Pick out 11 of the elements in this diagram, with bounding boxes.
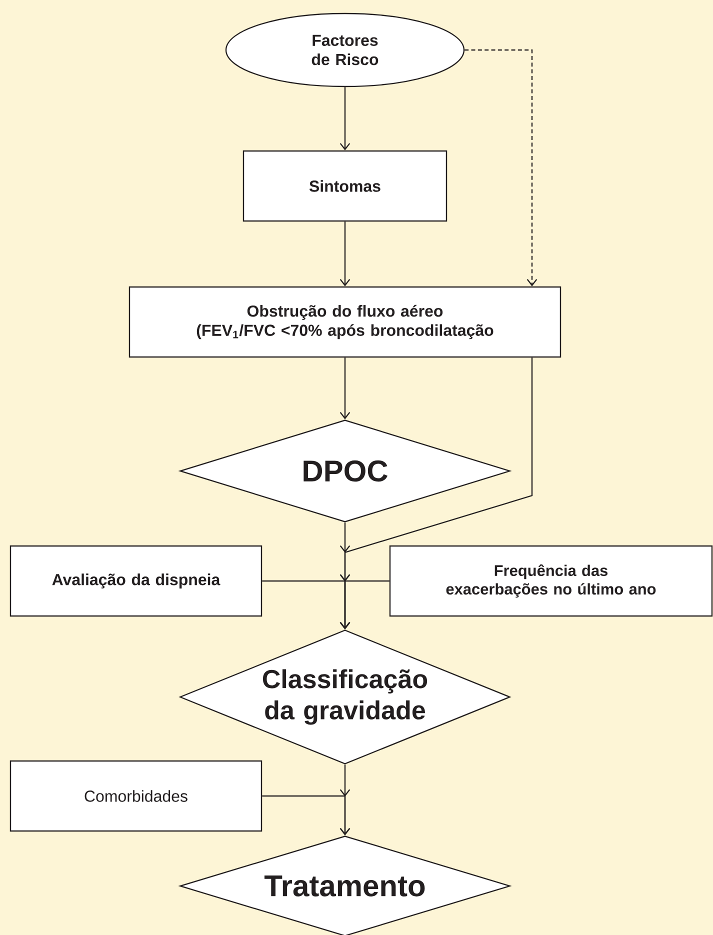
input-box: Avaliação da dispneia	[10, 545, 262, 617]
arrow	[464, 49, 538, 286]
process-box: Sintomas	[242, 150, 448, 222]
arrow	[340, 222, 350, 286]
arrow	[262, 789, 350, 836]
arrow	[340, 87, 350, 150]
input-box: Comorbidades	[10, 760, 262, 832]
arrow	[340, 574, 390, 630]
process-box: Obstrução do fluxo aéreo (FEV$_{1}$/FVC <70% após broncodilatação	[128, 286, 562, 358]
input-box: Frequência das exacerbações no último ano	[389, 545, 713, 617]
arrow	[340, 358, 350, 420]
